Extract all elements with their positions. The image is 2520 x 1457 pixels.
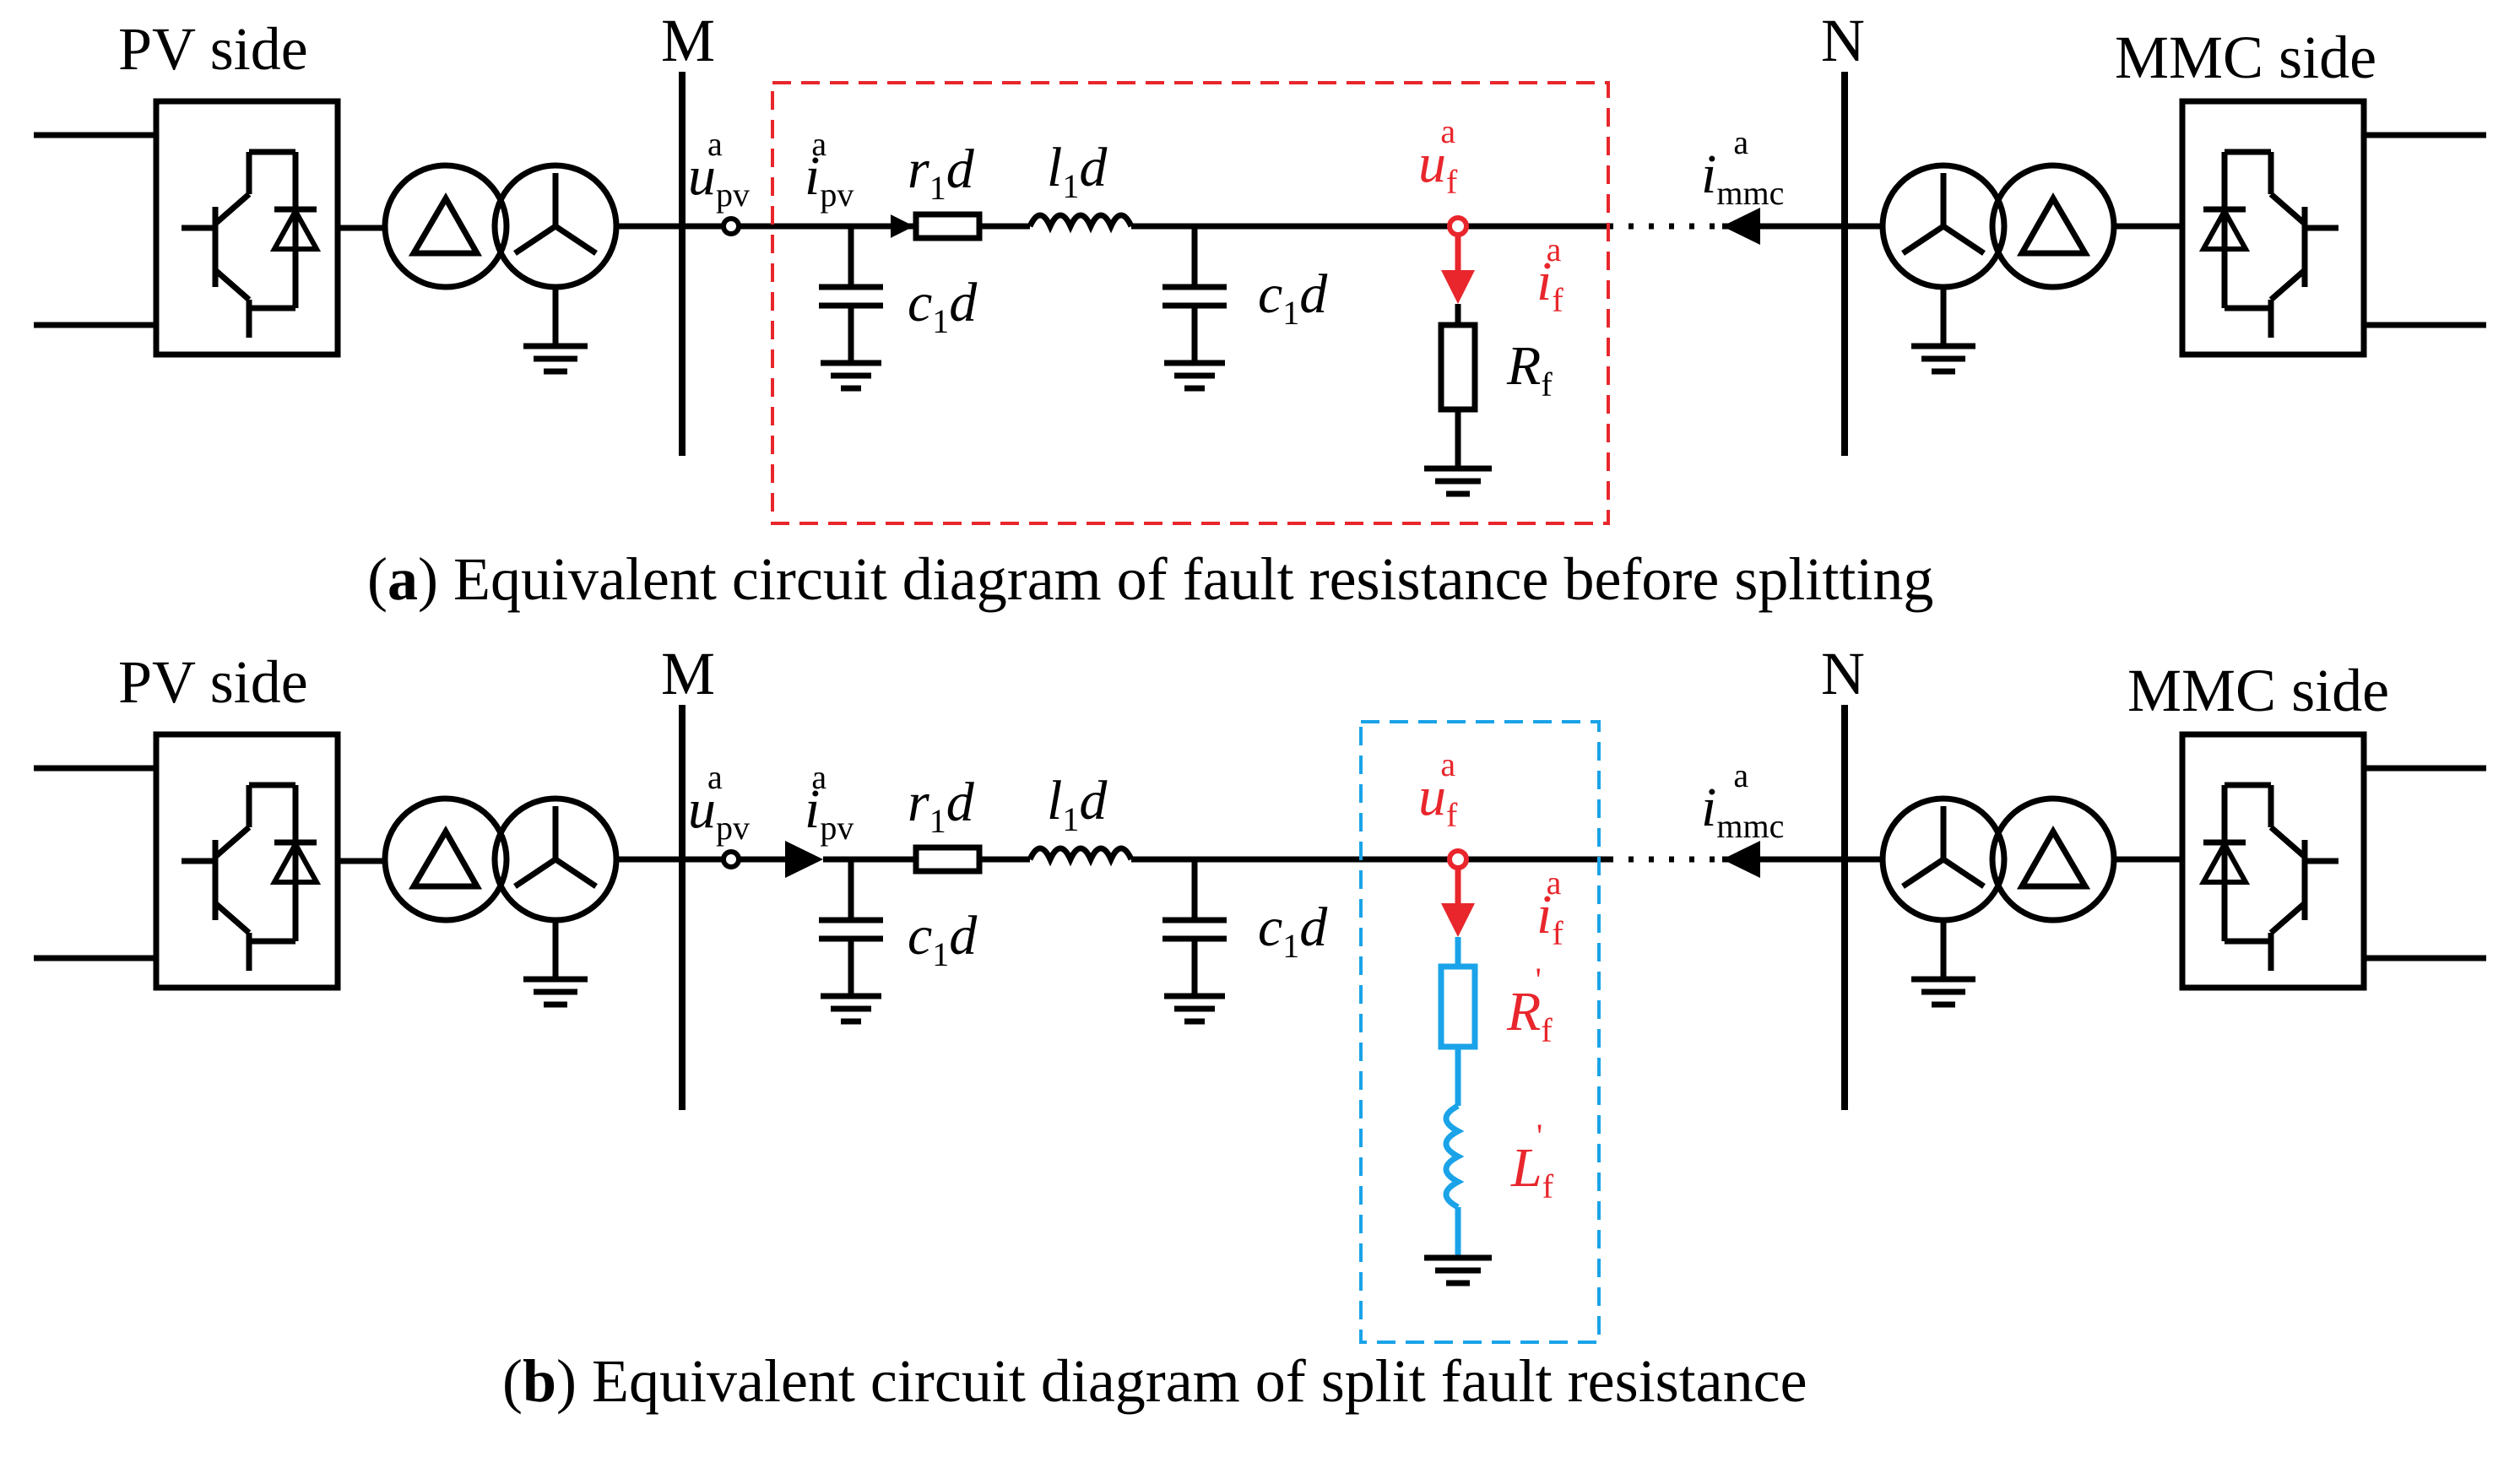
pv-converter: [34, 731, 384, 991]
pv-side-label: PV side: [118, 648, 308, 716]
u-pv-label: upva: [688, 125, 750, 214]
u-f-label: ufa: [1418, 745, 1458, 834]
c1d-label-1: c1d: [908, 272, 978, 340]
mmc-transformer: [1845, 162, 2182, 375]
panel-a: PV side MMC side M N: [34, 7, 2486, 613]
fault-region-box: [1359, 720, 1601, 1344]
mmc-converter: [2179, 98, 2486, 358]
panel-b: PV side MMC side M N: [34, 640, 2486, 1415]
bus-m-label: M: [661, 7, 715, 74]
i-f-label: ifa: [1536, 230, 1563, 319]
bus-m-label: M: [661, 640, 715, 707]
fault-resistor-label: Rf: [1506, 335, 1553, 404]
fault-resistor-label: Rf': [1506, 961, 1553, 1049]
mmc-side-label: MMC side: [2127, 657, 2389, 724]
mmc-transformer: [1845, 795, 2182, 1008]
pv-side-label: PV side: [118, 15, 308, 83]
pv-converter: [34, 98, 384, 358]
u-f-label: ufa: [1418, 112, 1458, 201]
shunt-capacitor-2: [1162, 859, 1227, 1025]
shunt-capacitor-2: [1162, 226, 1227, 392]
fault-branch: [1424, 215, 1492, 497]
pv-transformer: [382, 162, 682, 375]
bus-n-label: N: [1821, 640, 1865, 707]
l1d-label: l1d: [1047, 770, 1108, 838]
r1d-label: r1d: [908, 772, 975, 840]
mmc-side-label: MMC side: [2115, 24, 2376, 91]
mmc-converter: [2179, 731, 2486, 991]
fault-region-box: [771, 81, 1610, 525]
c1d-label-2: c1d: [1258, 263, 1328, 332]
l1d-label: l1d: [1047, 137, 1108, 205]
i-mmc-label: immca: [1701, 756, 1784, 845]
u-pv-label: upva: [688, 758, 750, 847]
c1d-label-1: c1d: [908, 905, 978, 973]
i-pv-label: ipva: [805, 125, 854, 214]
fault-branch: [1424, 848, 1492, 1286]
shunt-capacitor-1: [819, 226, 883, 392]
shunt-capacitor-1: [819, 859, 883, 1025]
i-f-label: ifa: [1536, 864, 1563, 952]
i-mmc-label: immca: [1701, 123, 1784, 212]
caption-b: (b) Equivalent circuit diagram of split …: [502, 1347, 1807, 1415]
fault-inductor-label: Lf': [1510, 1117, 1554, 1205]
pv-transformer: [382, 795, 682, 1008]
r1d-label: r1d: [908, 138, 975, 207]
caption-a: (a) Equivalent circuit diagram of fault …: [367, 545, 1933, 613]
bus-n-label: N: [1821, 7, 1865, 74]
i-pv-label: ipva: [805, 758, 854, 847]
c1d-label-2: c1d: [1258, 896, 1328, 965]
